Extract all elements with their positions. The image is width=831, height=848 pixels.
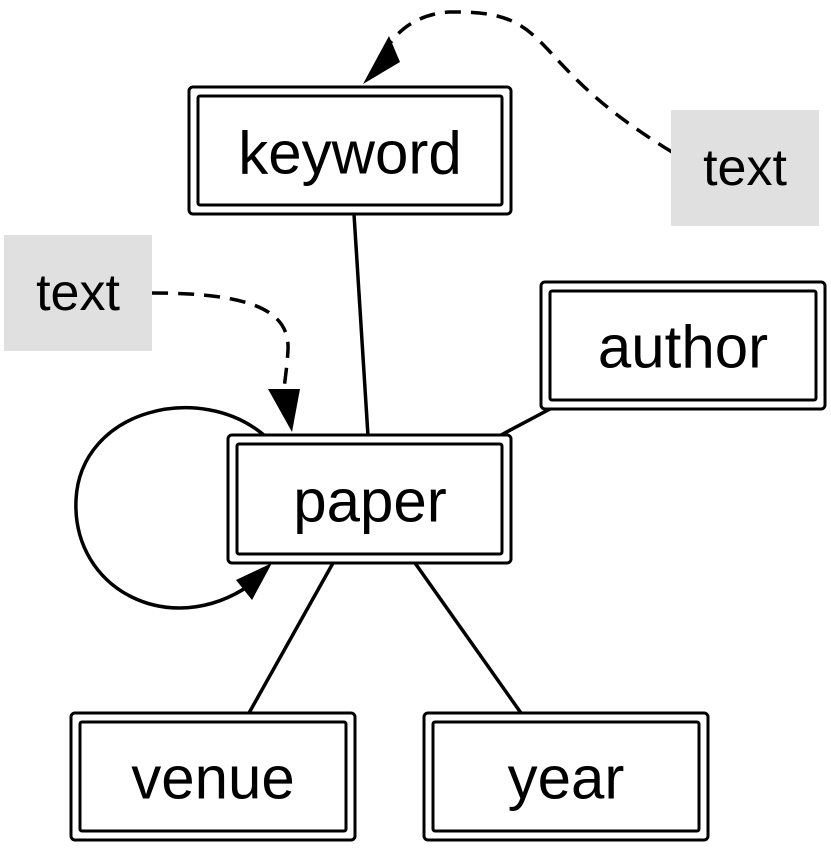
edge-paper-venue xyxy=(247,562,335,714)
node-author: author xyxy=(539,280,827,411)
paper-arrowhead xyxy=(268,389,300,432)
node-year-label: year xyxy=(508,745,625,812)
note-top-right-label: text xyxy=(703,139,787,197)
edge-keyword-paper xyxy=(352,213,370,437)
dashed-arrow-note-to-paper xyxy=(151,291,290,391)
self-loop-arrowhead xyxy=(236,563,272,600)
node-venue-label: venue xyxy=(131,745,294,812)
node-paper: paper xyxy=(226,433,513,565)
node-year: year xyxy=(422,711,710,842)
paper-self-loop xyxy=(74,405,267,610)
node-keyword-label: keyword xyxy=(238,120,461,187)
keyword-arrowhead xyxy=(363,36,400,84)
node-paper-label: paper xyxy=(293,468,446,535)
node-venue: venue xyxy=(69,711,357,842)
node-keyword: keyword xyxy=(187,85,513,216)
note-left: text xyxy=(4,235,152,351)
node-author-label: author xyxy=(598,314,768,381)
edge-author-paper xyxy=(500,407,551,437)
note-left-label: text xyxy=(36,264,120,322)
edge-paper-year xyxy=(413,561,523,715)
note-top-right: text xyxy=(671,110,819,226)
